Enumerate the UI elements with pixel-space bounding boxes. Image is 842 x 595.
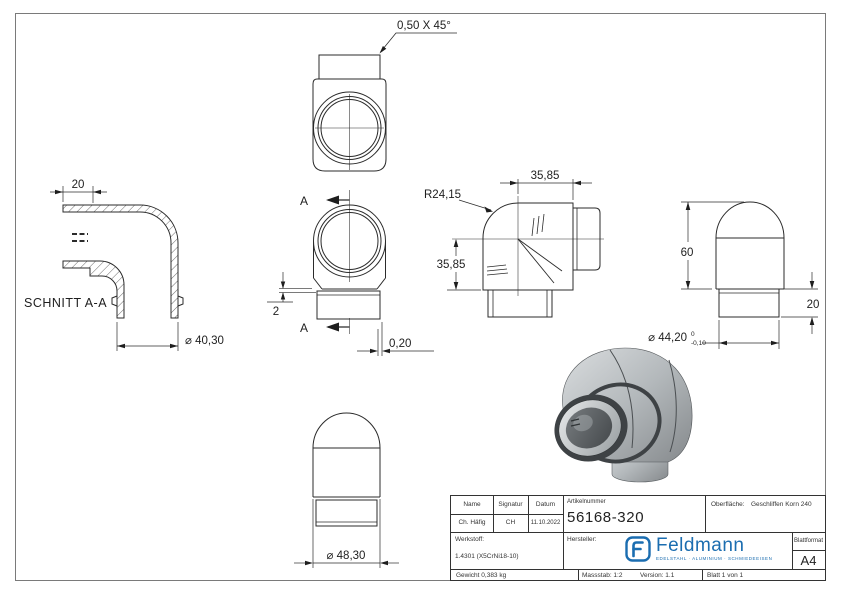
tolerance-upper: 0	[691, 331, 695, 338]
dim-label-diameter: ⌀ 48,30	[327, 550, 366, 562]
dim-label-horizontal: 35,85	[531, 170, 560, 182]
bottom-dome	[312, 412, 381, 449]
section-nub-right	[177, 295, 184, 307]
chamfer-note: 0,50 X 45°	[397, 20, 451, 32]
blatt-value: Blatt 1 von 1	[707, 572, 744, 579]
dim-label-radius: R24,15	[424, 189, 461, 201]
section-label: SCHNITT A-A	[24, 296, 107, 310]
dim-gap	[357, 322, 434, 356]
top-body	[312, 78, 387, 172]
dim-height	[681, 201, 744, 290]
author-name: Ch. Häfig	[458, 519, 486, 526]
title-block: Name Signatur Datum Ch. Häfig CH 11.10.2…	[450, 495, 826, 581]
dim-label-depth: 20	[72, 179, 85, 191]
drawing-date: 11.10.2022	[530, 520, 561, 526]
werkstoff-value: 1.4301 (X5CrNi18-10)	[455, 553, 519, 560]
hersteller-label: Hersteller:	[567, 536, 597, 543]
render-seam	[668, 359, 677, 453]
blattformat-value: A4	[800, 553, 817, 568]
view-top: 0,50 X 45°	[312, 20, 457, 172]
version-value: Version: 1.1	[640, 572, 675, 579]
render-mark	[570, 418, 580, 422]
view-front: A A 2 0,20	[267, 190, 434, 356]
feldmann-logo-mark	[625, 536, 651, 562]
section-wall-outer	[62, 204, 179, 319]
top-connector	[318, 54, 381, 80]
side-collar	[487, 290, 553, 318]
section-wall-inner	[62, 260, 125, 319]
brand-tagline: EDELSTAHL · ALUMINIUM · SCHMIEDEEISEN	[656, 556, 773, 561]
grind-marks	[486, 213, 545, 276]
cut-label-top: A	[300, 194, 308, 208]
view-section-a-a: 20 ⌀ 40,30 SCHNITT A-A	[24, 179, 224, 351]
dim-label-height: 60	[681, 247, 694, 259]
right-dome	[715, 201, 785, 239]
author-signature: CH	[505, 519, 516, 526]
bottom-collar	[315, 499, 378, 527]
col-header-name: Name	[463, 501, 481, 508]
view-bottom: ⌀ 48,30	[294, 412, 399, 568]
artikelnummer-label: Artikelnummer	[567, 499, 606, 505]
brand-name: Feldmann	[656, 535, 745, 556]
right-collar	[718, 289, 780, 318]
chamfer-leader	[380, 32, 457, 53]
massstab-value: Massstab: 1:2	[582, 572, 623, 579]
render-seam	[609, 349, 634, 449]
dim-diameter	[294, 499, 399, 568]
col-header-datum: Datum	[535, 501, 556, 508]
dim-wall	[267, 272, 316, 303]
drawing-frame	[15, 13, 826, 581]
section-nub-left	[111, 295, 118, 307]
dim-diameter	[116, 322, 179, 351]
dim-label-vertical: 35,85	[437, 259, 466, 271]
oberflaeche-value: Geschliffen Korn 240	[751, 501, 812, 508]
dim-label-diameter: ⌀ 40,30	[185, 335, 224, 347]
dim-label-gap: 0,20	[389, 338, 411, 350]
render-mark	[570, 423, 581, 427]
view-side: R24,15 35,85 35,85	[424, 170, 604, 318]
werkstoff-label: Werkstoff:	[455, 536, 485, 543]
view-right: 60 20 ⌀ 44,20 0 -0,10	[648, 201, 820, 349]
col-header-signatur: Signatur	[498, 501, 523, 508]
cut-label-bottom: A	[300, 321, 308, 335]
blattformat-label: Blattformat	[793, 538, 823, 544]
gewicht-value: Gewicht 0,383 kg	[456, 572, 507, 579]
front-collar	[316, 290, 381, 320]
oberflaeche-label: Oberfläche:	[711, 501, 745, 508]
artikelnummer-value: 56168-320	[567, 509, 645, 526]
3d-render	[554, 347, 693, 483]
dim-label-wall: 2	[273, 306, 279, 318]
render-bore	[565, 407, 613, 449]
dim-label-diameter: ⌀ 44,20	[648, 332, 687, 344]
dim-diameter-toleranced	[702, 320, 780, 349]
dim-label-collar: 20	[807, 299, 820, 311]
feldmann-logo: Feldmann EDELSTAHL · ALUMINIUM · SCHMIED…	[625, 536, 772, 562]
tolerance-lower: -0,10	[691, 340, 706, 347]
